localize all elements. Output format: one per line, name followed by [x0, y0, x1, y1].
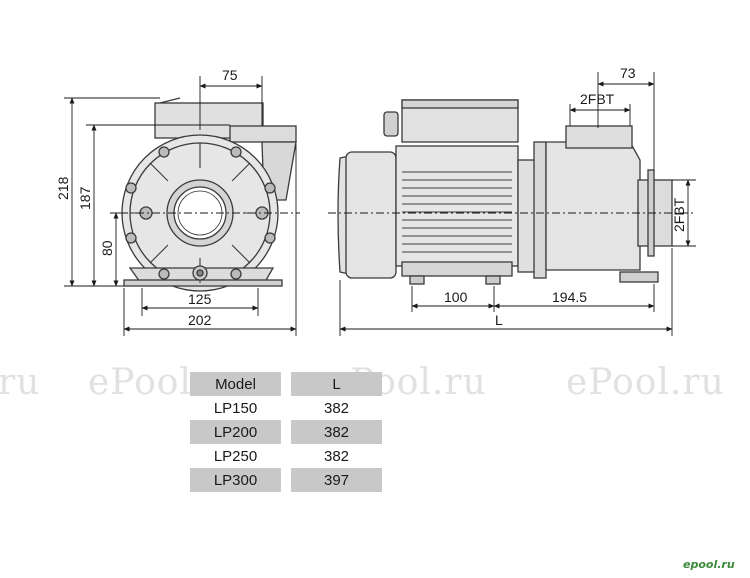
front-dimensions	[64, 76, 300, 336]
dim-202: 202	[188, 312, 212, 328]
cell-length: 382	[291, 420, 382, 444]
dim-75: 75	[222, 67, 238, 83]
side-view	[337, 99, 673, 285]
model-table: Model L LP150 382 LP200 382 LP250 382 LP…	[190, 372, 382, 492]
table-row: LP200 382	[190, 420, 382, 444]
table-row: LP150 382	[190, 396, 382, 420]
dim-2fbt-top: 2FBT	[580, 91, 615, 107]
cell-model: LP150	[213, 399, 258, 417]
dim-L: L	[495, 312, 503, 328]
dim-2fbt-side: 2FBT	[671, 197, 687, 232]
brand-logo: epool.ru	[683, 558, 735, 571]
dim-125: 125	[188, 291, 212, 307]
watermark-1: ru	[0, 362, 41, 403]
dim-73: 73	[620, 65, 636, 81]
dim-100: 100	[444, 289, 468, 305]
dim-218: 218	[55, 176, 71, 200]
side-dimensions	[328, 72, 696, 336]
table-header: Model L	[190, 372, 382, 396]
table-row: LP300 397	[190, 468, 382, 492]
dim-80: 80	[99, 240, 115, 256]
dim-194-5: 194.5	[552, 289, 587, 305]
cell-model: LP250	[213, 447, 258, 465]
cell-model: LP300	[190, 468, 281, 492]
watermark-4: ePool.ru	[566, 362, 725, 403]
dim-187: 187	[77, 186, 93, 210]
header-model: Model	[190, 372, 281, 396]
front-view	[121, 97, 297, 292]
cell-length: 382	[323, 447, 350, 465]
header-length: L	[291, 372, 382, 396]
table-row: LP250 382	[190, 444, 382, 468]
cell-length: 382	[323, 399, 350, 417]
cell-model: LP200	[190, 420, 281, 444]
cell-length: 397	[291, 468, 382, 492]
